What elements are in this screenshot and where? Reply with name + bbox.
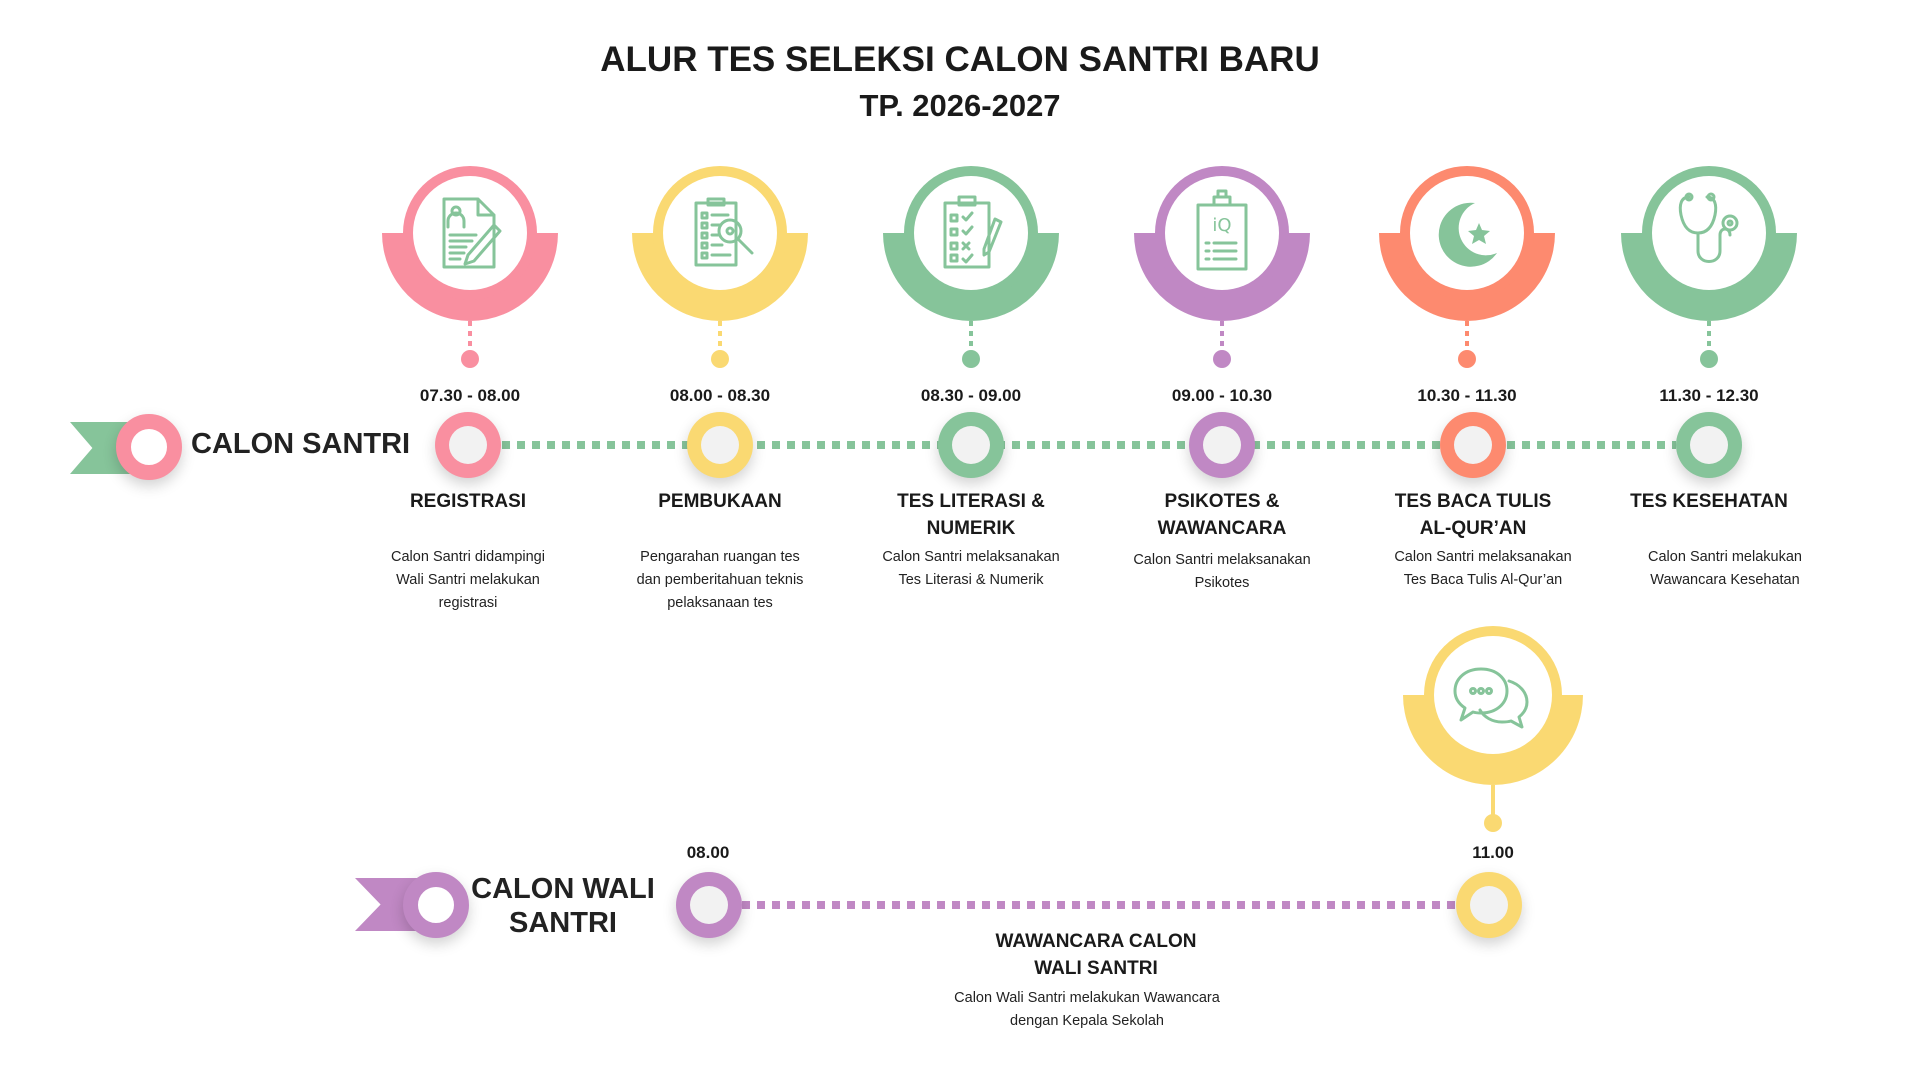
badge-dot xyxy=(1700,350,1718,368)
step-title: TES BACA TULIS AL-QUR’AN xyxy=(1395,488,1552,542)
step-title: TES KESEHATAN xyxy=(1630,488,1788,515)
wali-step-title: WAWANCARA CALON WALI SANTRI xyxy=(996,928,1197,982)
step-node xyxy=(1189,412,1255,478)
badge-dot xyxy=(1213,350,1231,368)
step-badge xyxy=(632,166,808,368)
chat-bubbles-icon xyxy=(1453,667,1529,729)
step-title-line: REGISTRASI xyxy=(409,491,527,512)
step-title-line: AL-QUR’AN xyxy=(1419,518,1527,539)
badge-inner xyxy=(1410,176,1524,290)
step-desc-line: Calon Santri melaksanakan xyxy=(1394,549,1572,565)
wali-step-desc: Calon Wali Santri melakukan Wawancara de… xyxy=(954,987,1220,1033)
step-title-line: PSIKOTES & xyxy=(1164,491,1280,512)
clipboard-search-icon xyxy=(694,197,754,267)
step-title: PSIKOTES & WAWANCARA xyxy=(1158,488,1287,542)
step-time: 11.30 - 12.30 xyxy=(1659,386,1759,405)
step-node xyxy=(1440,412,1506,478)
step-badge xyxy=(382,166,558,368)
step-desc: Pengarahan ruangan tes dan pemberitahuan … xyxy=(637,546,804,615)
badge-inner xyxy=(1434,636,1552,754)
step-desc-line: Calon Santri melaksanakan xyxy=(1133,552,1311,568)
step-title-line: TES KESEHATAN xyxy=(1630,491,1788,512)
badge-dot xyxy=(711,350,729,368)
step-desc-line: Tes Literasi & Numerik xyxy=(898,572,1044,588)
step-title-line: WAWANCARA xyxy=(1157,518,1287,539)
step-desc-line: Calon Santri melaksanakan xyxy=(882,549,1060,565)
wali-step-badge xyxy=(1403,626,1583,832)
step-node xyxy=(435,412,501,478)
wali-step-desc-line: Calon Wali Santri melakukan Wawancara xyxy=(954,990,1220,1006)
badge-dot xyxy=(962,350,980,368)
step-time: 08.30 - 09.00 xyxy=(920,386,1022,405)
step-title: TES LITERASI & NUMERIK xyxy=(897,488,1045,542)
step-title: PEMBUKAAN xyxy=(658,488,782,515)
step-time: 10.30 - 11.30 xyxy=(1417,386,1517,405)
badge-dot xyxy=(1484,814,1502,832)
wali-step-title-line: WALI SANTRI xyxy=(1034,958,1158,979)
iq-clipboard-icon: iQ xyxy=(1196,189,1248,271)
badge-inner xyxy=(1165,176,1279,290)
badge-inner xyxy=(914,176,1028,290)
step-node xyxy=(687,412,753,478)
badge-dot xyxy=(461,350,479,368)
page-subtitle: TP. 2026-2027 xyxy=(859,88,1061,123)
santri-lane-marker xyxy=(116,414,182,480)
step-desc-line: Psikotes xyxy=(1194,575,1250,591)
step-desc-line: Tes Baca Tulis Al-Qur’an xyxy=(1403,572,1563,588)
step-node xyxy=(1676,412,1742,478)
stethoscope-icon xyxy=(1678,192,1739,263)
step-time: 07.30 - 08.00 xyxy=(419,386,521,405)
step-badge xyxy=(1621,166,1797,368)
step-badge xyxy=(883,166,1059,368)
wali-end-node xyxy=(1456,872,1522,938)
step-desc-line: pelaksanaan tes xyxy=(667,595,773,611)
page-title: ALUR TES SELEKSI CALON SANTRI BARU xyxy=(600,40,1320,79)
step-badge xyxy=(1379,166,1555,368)
wali-start-node xyxy=(676,872,742,938)
step-desc-line: Calon Santri melakukan xyxy=(1648,549,1802,565)
wali-lane-marker xyxy=(403,872,469,938)
wali-end-time: 11.00 xyxy=(1472,843,1514,862)
wali-lane-label-line: CALON WALI xyxy=(471,873,655,905)
step-title-line: TES LITERASI & xyxy=(897,491,1045,512)
document-pen-icon xyxy=(442,197,502,269)
step-desc-line: registrasi xyxy=(438,595,498,611)
step-title: REGISTRASI xyxy=(410,488,526,515)
step-title-line: TES BACA TULIS xyxy=(1394,491,1552,512)
step-desc-line: Wawancara Kesehatan xyxy=(1650,572,1800,588)
step-desc-line: Calon Santri didampingi xyxy=(391,549,545,565)
crescent-star-icon xyxy=(1438,202,1497,267)
step-desc-line: Wali Santri melakukan xyxy=(396,572,540,588)
step-title-line: NUMERIK xyxy=(926,518,1016,539)
step-time: 09.00 - 10.30 xyxy=(1171,386,1273,405)
wali-start-time: 08.00 xyxy=(686,843,730,862)
wali-step-title-line: WAWANCARA CALON xyxy=(995,931,1197,952)
step-node xyxy=(938,412,1004,478)
svg-text:iQ: iQ xyxy=(1212,215,1231,236)
badge-dot xyxy=(1458,350,1476,368)
step-time: 08.00 - 08.30 xyxy=(669,386,771,405)
wali-lane-label: CALON WALI SANTRI xyxy=(471,872,655,940)
step-badge: iQ xyxy=(1134,166,1310,368)
checklist-icon xyxy=(943,195,1003,269)
badge-inner xyxy=(413,176,527,290)
wali-step-desc-line: dengan Kepala Sekolah xyxy=(1010,1013,1164,1029)
wali-lane-label-line: SANTRI xyxy=(509,907,617,939)
step-title-line: PEMBUKAAN xyxy=(658,491,782,512)
step-desc-line: Pengarahan ruangan tes xyxy=(640,549,800,565)
step-desc-line: dan pemberitahuan teknis xyxy=(636,572,804,588)
santri-lane-label: CALON SANTRI xyxy=(191,428,411,460)
